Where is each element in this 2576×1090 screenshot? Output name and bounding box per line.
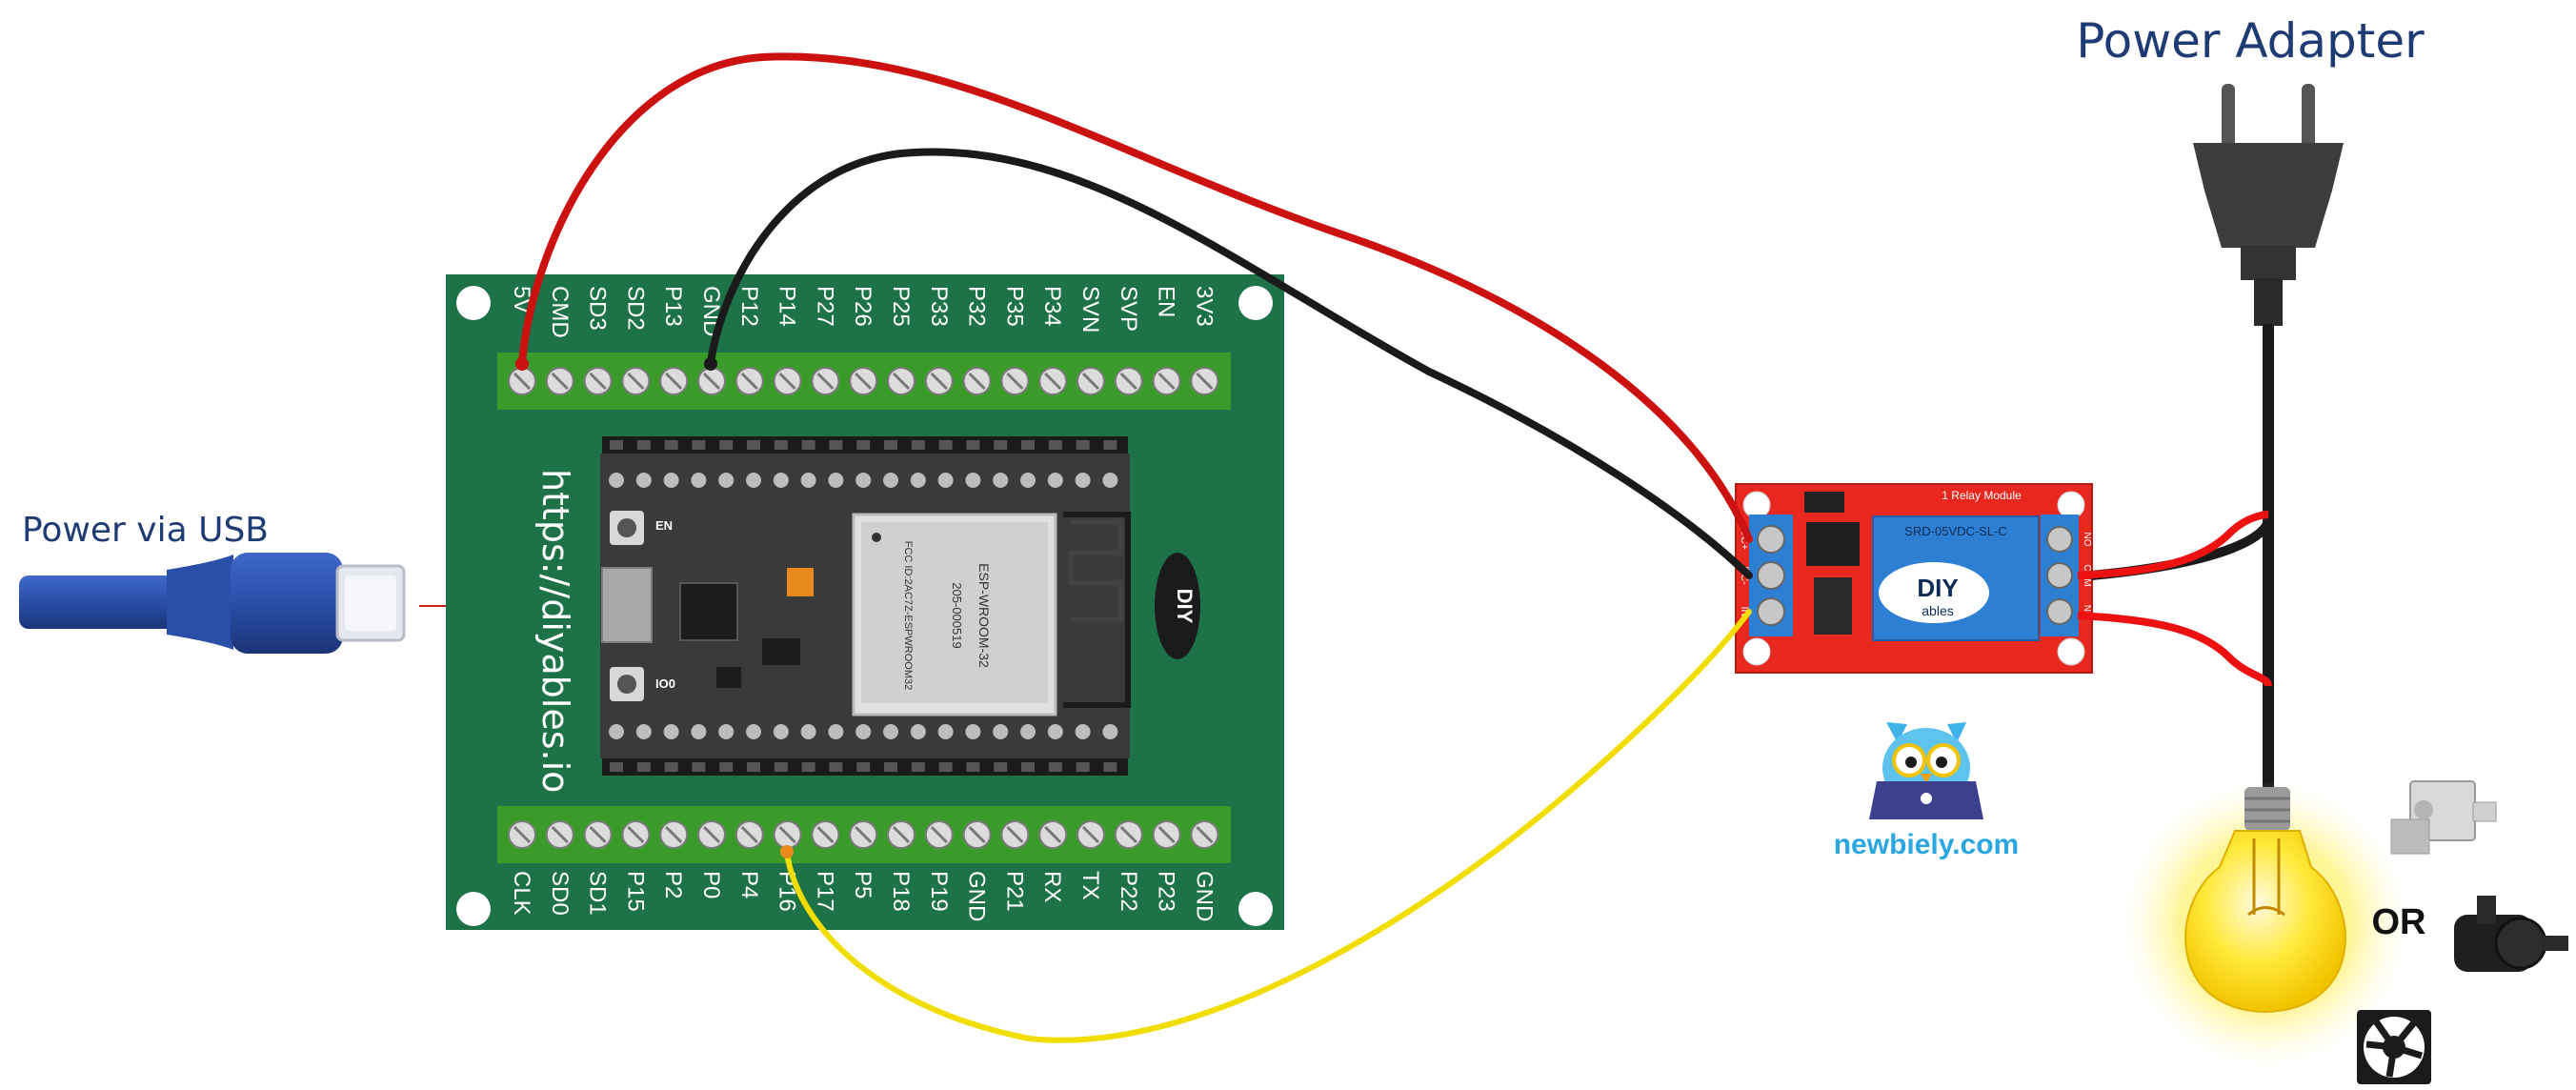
bottom-pin-label: TX: [1077, 871, 1103, 900]
bottom-pin-label: P5: [850, 871, 875, 898]
top-pin-label: EN: [1154, 286, 1179, 317]
newbiely-site-label: newbiely.com: [1834, 829, 2020, 860]
wire-red-5v: [518, 52, 1753, 543]
relay-title-text: 1 Relay Module: [1942, 489, 2022, 502]
newbiely-mascot: [1869, 722, 1983, 819]
top-pin-label: P13: [660, 286, 686, 327]
bottom-pin-label: CLK: [509, 871, 534, 916]
diyables-logo-relay: [1879, 562, 1989, 623]
usb-cable: [19, 553, 462, 654]
top-pin-label: P25: [888, 286, 914, 327]
relay-pin-nc: NC: [2082, 605, 2092, 618]
module-fcc-text: FCC ID:2AC7Z-ESPWROOM32: [902, 541, 914, 690]
bottom-pin-label: P19: [926, 871, 952, 912]
bottom-pin-label: P4: [736, 871, 762, 898]
light-bulb: [2123, 781, 2408, 1067]
top-pin-label: 3V3: [1191, 286, 1217, 327]
bottom-pin-label: GND: [964, 871, 990, 921]
relay-part-text: SRD-05VDC-SL-C: [1904, 524, 2007, 538]
bottom-pin-label: P21: [1001, 871, 1027, 912]
top-pin-label: P14: [775, 286, 800, 327]
bottom-pin-label: P0: [698, 871, 724, 898]
wire-red-no: [2077, 612, 2272, 688]
top-pin-label: SD3: [585, 286, 611, 331]
bottom-pin-label: P2: [660, 871, 686, 898]
bottom-pin-label: P17: [812, 871, 837, 912]
board-url-text: https://diyables.io: [534, 469, 576, 793]
power-usb-label: Power via USB: [22, 511, 269, 550]
water-pump: [2454, 896, 2568, 972]
power-plug: [2193, 84, 2344, 326]
bottom-pin-label: P22: [1116, 871, 1141, 912]
bottom-pin-label: P15: [622, 871, 648, 912]
wire-yellow-signal: [784, 609, 1752, 1043]
bottom-pin-label: GND: [1191, 871, 1217, 921]
top-pin-label: SVP: [1116, 286, 1141, 332]
diyables-logo-board: [1155, 553, 1200, 659]
top-pin-label: P35: [1001, 286, 1027, 327]
relay-logo-subtext: ables: [1922, 603, 1953, 618]
top-pin-label: SD2: [622, 286, 648, 331]
power-adapter-label: Power Adapter: [2076, 13, 2425, 69]
top-pin-label: CMD: [547, 286, 573, 338]
top-pin-label: P34: [1039, 286, 1065, 327]
or-label: OR: [2372, 902, 2426, 942]
bottom-pin-label: SD1: [585, 871, 611, 916]
wire-black-gnd: [707, 148, 1753, 579]
board-logo-text: DIY: [1173, 589, 1197, 624]
cooling-fan: [2357, 1010, 2431, 1084]
bottom-pin-label: SD0: [547, 871, 573, 916]
module-id-text: 205-000519: [950, 582, 964, 648]
top-pin-label: P27: [812, 286, 837, 327]
io0-button-label: IO0: [655, 676, 675, 691]
top-pin-label: P33: [926, 286, 952, 327]
en-button-label: EN: [655, 518, 673, 533]
relay-pin-no: NO: [2082, 533, 2092, 547]
relay-logo-text: DIY: [1917, 574, 1958, 602]
relay-pin-in: IN: [1739, 607, 1750, 617]
top-pin-label: P12: [736, 286, 762, 327]
top-pin-label: P26: [850, 286, 875, 327]
bottom-pin-label: RX: [1039, 871, 1065, 902]
module-model-text: ESP-WROOM-32: [976, 563, 992, 668]
solenoid-lock: [2390, 780, 2497, 855]
top-pin-label: SVN: [1077, 286, 1103, 333]
bottom-pin-label: P18: [888, 871, 914, 912]
relay-module: DC+ DC- IN SRD-05VDC-SL-C DIY ables NO C…: [1735, 483, 2093, 674]
bottom-pin-label: P23: [1154, 871, 1179, 912]
top-pin-label: P32: [964, 286, 990, 327]
wire-red-com: [2077, 511, 2269, 579]
